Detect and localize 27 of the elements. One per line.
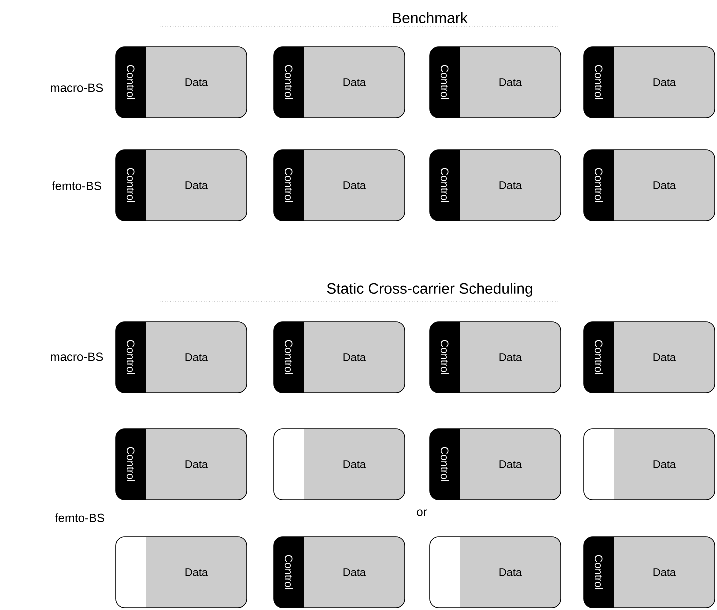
section-heading: Benchmark — [393, 12, 468, 24]
data-block: Control Data — [584, 536, 716, 608]
row-label: femto-BS — [55, 514, 104, 522]
data-block: Control Data — [116, 46, 248, 118]
section-heading: Static Cross-carrier Scheduling — [327, 283, 532, 297]
data-block: Control Data — [584, 46, 716, 118]
data-block: Control Data — [274, 150, 406, 222]
row-label: macro-BS — [51, 352, 104, 362]
data-block: Control Data — [274, 322, 406, 394]
data-block: Data — [274, 428, 406, 500]
data-block: Control Data — [116, 428, 248, 500]
data-block: Control Data — [116, 322, 248, 394]
data-block: Control Data — [584, 322, 716, 394]
data-block: Data — [430, 536, 562, 608]
data-block: Control Data — [430, 150, 562, 222]
data-block: Control Data — [430, 322, 562, 394]
row-label: macro-BS — [51, 84, 104, 92]
data-block: Control Data — [430, 428, 562, 500]
note-text: or — [417, 510, 428, 516]
row-label: femto-BS — [52, 182, 102, 190]
data-block: Data — [584, 428, 716, 500]
data-block: Control Data — [584, 150, 716, 222]
data-block: Control Data — [274, 46, 406, 118]
data-block: Control Data — [274, 536, 406, 608]
data-block: Control Data — [430, 46, 562, 118]
data-block: Data — [116, 536, 248, 608]
data-block: Control Data — [116, 150, 248, 222]
